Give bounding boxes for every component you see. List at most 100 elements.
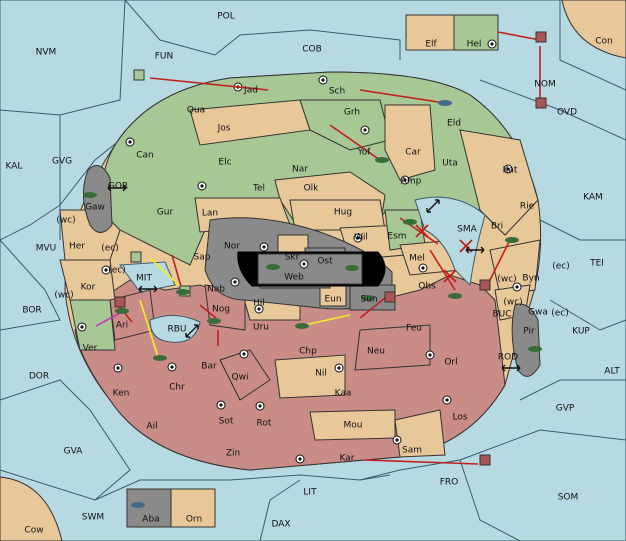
sea-label-tei: TEI	[589, 259, 604, 269]
support-arrows	[139, 257, 351, 358]
sea-label-pol: POL	[217, 12, 235, 22]
region-neu[interactable]	[354, 324, 431, 371]
province-label-orl: Orl	[444, 358, 457, 368]
sea-label-dor: DOR	[29, 372, 49, 382]
coast-label: (wc)	[56, 216, 75, 226]
region-aba[interactable]	[126, 488, 172, 528]
province-label-nor: Nor	[224, 242, 240, 252]
province-label-ost: Ost	[317, 257, 333, 267]
province-label-sam: Sam	[402, 446, 422, 456]
province-label-uru: Uru	[253, 323, 269, 333]
province-label-chr: Chr	[169, 383, 185, 393]
province-label-aba: Aba	[142, 515, 159, 525]
sea-label-sma: SMA	[457, 225, 477, 235]
province-label-nog: Nog	[212, 305, 230, 315]
region-orn[interactable]	[170, 488, 216, 528]
region-rie[interactable]	[459, 129, 539, 236]
province-label-wil: Wil	[354, 233, 368, 243]
province-label-los: Los	[452, 413, 467, 423]
coast-label: (ec)	[108, 266, 126, 276]
province-label-pir: Pir	[523, 327, 535, 337]
province-label-mel: Mel	[409, 254, 425, 264]
province-label-ken: Ken	[113, 389, 130, 399]
province-label-gaw: Gaw	[85, 203, 105, 213]
sea-sma[interactable]	[414, 196, 486, 287]
province-label-eld: Eld	[447, 119, 461, 129]
province-label-obs: Obs	[418, 282, 436, 292]
province-label-her: Her	[69, 242, 85, 252]
province-label-gur: Gur	[157, 208, 174, 218]
province-label-uta: Uta	[442, 159, 458, 169]
coast-label: (wc)	[503, 298, 522, 308]
province-label-kat: Kat	[503, 166, 518, 176]
province-label-bri: Bri	[491, 222, 503, 232]
province-label-bar: Bar	[201, 362, 217, 372]
province-label-byn: Byn	[522, 274, 539, 284]
province-label-olk: Olk	[304, 184, 320, 194]
province-label-jad: Jad	[243, 86, 258, 96]
sea-label-kup: KUP	[572, 327, 590, 337]
failed-order-icon	[415, 224, 473, 283]
province-label-amp: Amp	[401, 177, 422, 187]
province-label-sot: Sot	[219, 417, 234, 427]
region-car[interactable]	[384, 104, 436, 181]
region-elf[interactable]	[405, 14, 455, 51]
province-label-rie: Rie	[520, 202, 535, 212]
coast-label: (ec)	[552, 262, 570, 272]
region-grh[interactable]	[299, 99, 391, 151]
province-label-elf: Elf	[425, 40, 437, 50]
sea-label-alt: ALT	[604, 367, 620, 377]
province-label-sch: Sch	[329, 87, 345, 97]
province-label-lan: Lan	[202, 209, 218, 219]
sea-label-gvg: GVG	[52, 157, 72, 167]
region-ver[interactable]	[69, 299, 116, 351]
province-label-yof: Yof	[357, 148, 372, 158]
sea-label-dax: DAX	[271, 520, 290, 530]
fleet-icon[interactable]	[83, 100, 542, 508]
sea-label-swm: SWM	[82, 513, 104, 523]
coast-label: (ec)	[101, 244, 119, 254]
region-gaw[interactable]	[83, 165, 113, 233]
province-label-ail: Ail	[146, 422, 157, 432]
sea-label-fro: FRO	[440, 478, 459, 488]
order-arrow-icon	[117, 31, 541, 465]
province-label-hel: Hel	[467, 40, 482, 50]
sea-label-rbu: RBU	[167, 325, 186, 335]
region-sam[interactable]	[394, 409, 446, 458]
sea-label-nvm: NVM	[36, 48, 57, 58]
region-nil[interactable]	[274, 354, 346, 399]
sea-label-mvu: MVU	[36, 244, 57, 254]
province-label-qua: Qua	[187, 106, 205, 116]
province-label-can: Can	[136, 151, 154, 161]
province-label-qwi: Qwi	[232, 373, 249, 383]
region-pir[interactable]	[511, 303, 541, 377]
sea-label-rod: ROD	[498, 353, 518, 363]
coast-label: (wc)	[54, 291, 73, 301]
region-web-ost-strip	[257, 253, 363, 285]
province-label-tel: Tel	[252, 184, 265, 194]
province-label-gwa: Gwa	[528, 308, 548, 318]
sea-label-fun: FUN	[155, 52, 174, 62]
coast-label: (wc)	[497, 275, 516, 285]
province-label-eun: Eun	[324, 295, 341, 305]
sea-label-buc: BUC	[492, 310, 511, 320]
order-arrows	[95, 31, 541, 465]
army-icon[interactable]	[114, 31, 547, 466]
province-label-elc: Elc	[218, 158, 231, 168]
province-label-car: Car	[405, 148, 421, 158]
coast-label: (ec)	[551, 309, 569, 319]
province-label-chp: Chp	[299, 347, 317, 357]
region-label-con: Con	[595, 37, 613, 47]
sea-label-kam: KAM	[583, 193, 603, 203]
province-label-nab: Nab	[207, 285, 225, 295]
region-label-cow: Cow	[24, 526, 43, 536]
sea-label-ovd: OVD	[557, 108, 577, 118]
province-label-orn: Orn	[186, 515, 202, 525]
province-label-neu: Neu	[367, 347, 385, 357]
province-label-skr: Skr	[285, 253, 300, 263]
province-label-hil: Hil	[253, 299, 265, 309]
province-label-kaa: Kaa	[335, 389, 352, 399]
province-label-zin: Zin	[226, 449, 240, 459]
